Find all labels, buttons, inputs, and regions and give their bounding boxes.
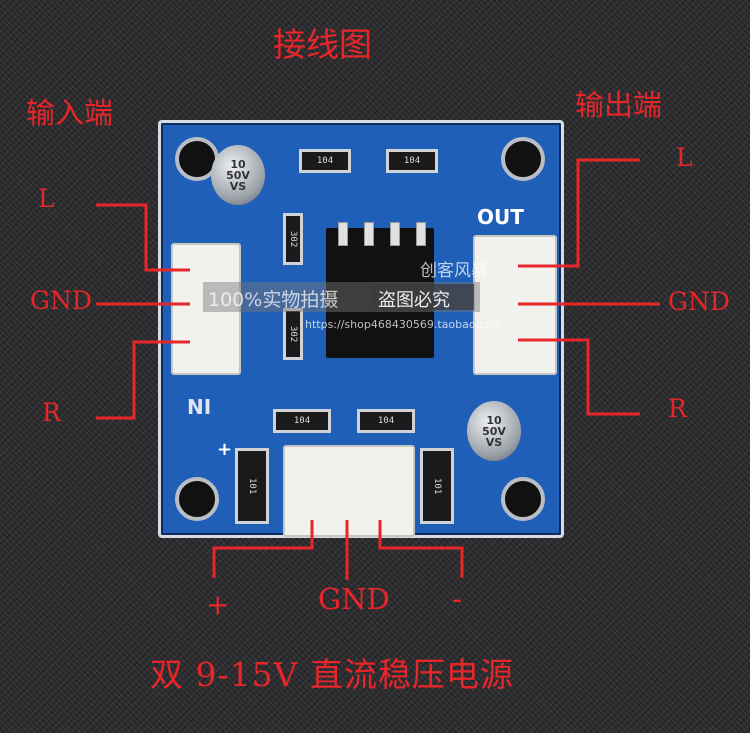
- socket-pin: [338, 222, 348, 246]
- watermark-line1: 100%实物拍摄: [208, 289, 339, 311]
- left-in-label: L: [38, 184, 55, 213]
- socket-pin: [416, 222, 426, 246]
- resistor-302: 302: [283, 213, 303, 265]
- in-silkscreen: NI: [187, 395, 212, 419]
- output-label: 输出端: [575, 88, 663, 122]
- watermark-tag: 盗图必究: [378, 290, 450, 311]
- wire-left-in: [96, 203, 190, 272]
- caption: 双 9-15V 直流稳压电源: [150, 655, 514, 694]
- resistor-101: 101: [235, 448, 269, 524]
- gnd-out-label: GND: [668, 287, 730, 316]
- wire-plus: [212, 520, 314, 578]
- resistor-104: 104: [357, 409, 415, 433]
- resistor-104: 104: [273, 409, 331, 433]
- resistor-104: 104: [299, 149, 351, 173]
- mounting-hole: [501, 137, 545, 181]
- mounting-hole: [501, 477, 545, 521]
- plus-silkscreen: +: [217, 439, 233, 460]
- watermark-shop-name: 创客风暴: [420, 261, 488, 281]
- title: 接线图: [273, 25, 372, 64]
- watermark-url: https://shop468430569.taobao.com: [305, 318, 503, 331]
- power-connector: [283, 445, 415, 537]
- out-silkscreen: OUT: [477, 205, 524, 229]
- wire-minus: [378, 520, 464, 578]
- capacitor: 10 50V VS: [467, 401, 521, 461]
- input-label: 输入端: [26, 96, 114, 130]
- socket-pin: [364, 222, 374, 246]
- left-out-label: L: [676, 143, 693, 172]
- wire-left-out: [518, 158, 640, 268]
- wire-right-out: [518, 338, 640, 416]
- resistor-101: 101: [420, 448, 454, 524]
- capacitor: 10 50V VS: [211, 145, 265, 205]
- mounting-hole: [175, 477, 219, 521]
- right-in-label: R: [42, 398, 61, 427]
- watermark-tag-box: [370, 284, 474, 310]
- input-connector: [171, 243, 241, 375]
- socket-pin: [390, 222, 400, 246]
- gnd-in-label: GND: [30, 286, 92, 315]
- resistor-302: 302: [283, 308, 303, 360]
- minus-label: -: [452, 582, 463, 617]
- wire-right-in: [96, 340, 190, 420]
- plus-label: +: [206, 588, 230, 621]
- gnd-power-label: GND: [318, 582, 390, 616]
- resistor-104: 104: [386, 149, 438, 173]
- right-out-label: R: [668, 394, 687, 423]
